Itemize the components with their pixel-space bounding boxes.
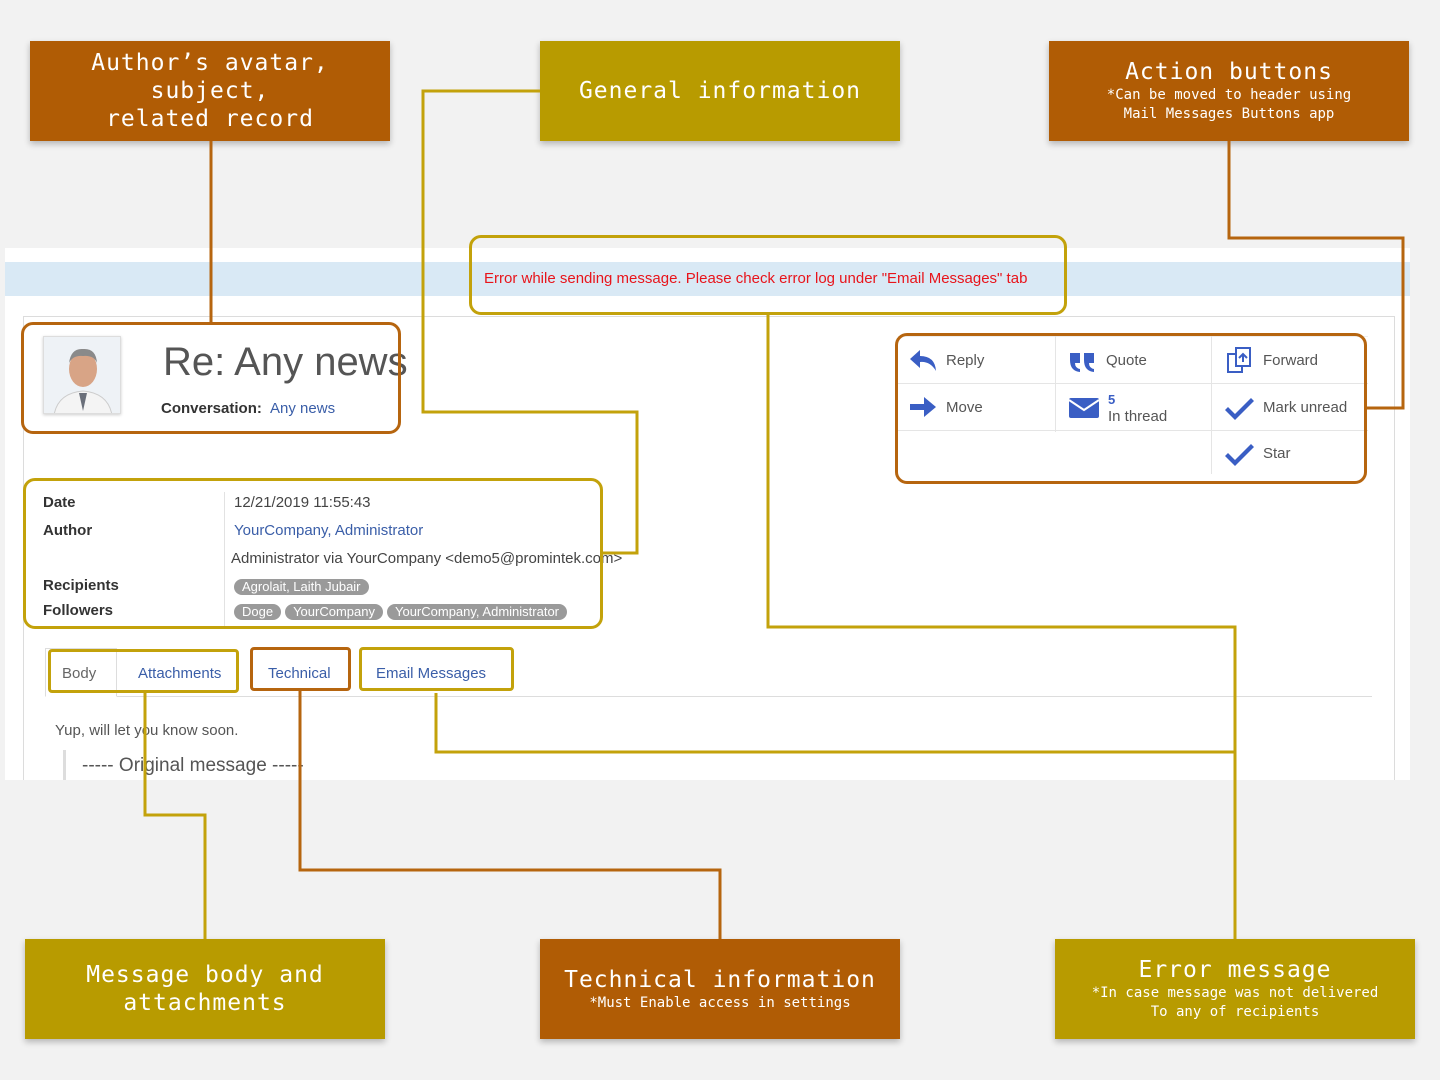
original-message-header: ----- Original message -----: [82, 755, 304, 776]
conversation-row: Conversation: Any news: [161, 400, 335, 417]
message-body-text: Yup, will let you know soon.: [55, 722, 239, 739]
highlight-email-tab: [359, 647, 514, 691]
message-form-screenshot: Error while sending message. Please chec…: [5, 248, 1410, 780]
callout-author: Author’s avatar, subject, related record: [30, 41, 390, 141]
thread-count: 5: [1108, 392, 1116, 407]
forward-button[interactable]: Forward: [1225, 344, 1365, 376]
reply-button[interactable]: Reply: [908, 344, 1053, 376]
reply-label: Reply: [946, 351, 985, 369]
move-label: Move: [946, 398, 983, 416]
author-link[interactable]: YourCompany, Administrator: [234, 522, 424, 539]
follower-tag[interactable]: YourCompany, Administrator: [386, 604, 568, 620]
conversation-label: Conversation:: [161, 400, 262, 417]
followers-label: Followers: [43, 602, 114, 619]
callout-body-title: Message body and attachments: [86, 962, 324, 1016]
callout-body: Message body and attachments: [25, 939, 385, 1039]
callout-error: Error message *In case message was not d…: [1055, 939, 1415, 1039]
tab-body-frame: [45, 648, 117, 697]
callout-actions: Action buttons *Can be moved to header u…: [1049, 41, 1409, 141]
forward-label: Forward: [1263, 351, 1319, 369]
action-buttons-grid: Reply Quote Forward Move 5 In thread Mar…: [898, 336, 1368, 474]
grid-vline: [1055, 336, 1056, 432]
form-sheet: [23, 316, 1395, 780]
callout-technical-sub: *Must Enable access in settings: [589, 994, 851, 1011]
follower-tag[interactable]: Doge: [234, 604, 282, 620]
mark-unread-label: Mark unread: [1263, 398, 1348, 416]
envelope-icon: [1068, 398, 1100, 418]
callout-error-title: Error message: [1138, 957, 1332, 983]
error-banner: Error while sending message. Please chec…: [484, 270, 1028, 287]
grid-hline: [898, 383, 1368, 384]
avatar-portrait-icon: [44, 337, 120, 413]
grid-frame: [898, 336, 1368, 474]
quote-bar: [63, 750, 66, 780]
tab-technical[interactable]: Technical: [268, 665, 331, 682]
tab-body[interactable]: Body: [62, 665, 97, 682]
author-via: Administrator via YourCompany <demo5@pro…: [231, 550, 623, 567]
grid-vline: [1211, 336, 1212, 474]
highlight-body-tabs: [48, 649, 239, 693]
move-button[interactable]: Move: [908, 391, 1053, 423]
star-label: Star: [1263, 444, 1291, 462]
highlight-actions: [895, 333, 1367, 484]
recipients-label: Recipients: [43, 577, 119, 594]
callout-technical: Technical information *Must Enable acces…: [540, 939, 900, 1039]
callout-general: General information: [540, 41, 900, 141]
quote-button[interactable]: Quote: [1068, 344, 1208, 376]
tab-attachments[interactable]: Attachments: [138, 665, 222, 682]
callout-technical-title: Technical information: [564, 966, 876, 993]
message-subject: Re: Any news: [163, 340, 408, 384]
grid-hline: [898, 430, 1368, 431]
date-value: 12/21/2019 11:55:43: [234, 494, 371, 511]
tabs-baseline: [45, 696, 1372, 697]
highlight-general: [23, 478, 603, 629]
tab-email-messages[interactable]: Email Messages: [376, 665, 487, 682]
date-label: Date: [43, 494, 76, 511]
callout-actions-sub: *Can be moved to header using Mail Messa…: [1106, 87, 1352, 122]
checkmark-icon: [1225, 398, 1254, 420]
info-divider: [224, 492, 225, 626]
author-label: Author: [43, 522, 93, 539]
recipient-tag[interactable]: Agrolait, Laith Jubair: [234, 579, 369, 595]
quote-label: Quote: [1106, 351, 1147, 369]
recipients-tags: Agrolait, Laith Jubair: [234, 578, 373, 596]
callout-author-title: Author’s avatar, subject, related record: [91, 50, 329, 132]
highlight-technical-tab: [250, 647, 351, 691]
status-bar: [5, 262, 1410, 296]
in-thread-button[interactable]: 5 In thread: [1068, 388, 1208, 428]
quote-icon: [1070, 353, 1094, 372]
star-button[interactable]: Star: [1225, 437, 1365, 469]
mark-unread-button[interactable]: Mark unread: [1225, 391, 1365, 423]
conversation-link[interactable]: Any news: [270, 400, 336, 417]
reply-icon: [910, 350, 936, 371]
author-avatar[interactable]: [43, 336, 121, 414]
follower-tag[interactable]: YourCompany: [285, 604, 383, 620]
highlight-error: [469, 235, 1067, 315]
move-arrow-icon: [910, 397, 936, 417]
thread-text: 5 In thread: [1108, 391, 1167, 425]
forward-icon: [1227, 347, 1251, 373]
checkmark-icon: [1225, 444, 1254, 466]
callout-error-sub: *In case message was not delivered To an…: [1091, 985, 1379, 1020]
thread-label: In thread: [1108, 408, 1168, 425]
callout-general-title: General information: [578, 78, 862, 104]
callout-actions-title: Action buttons: [1125, 59, 1333, 85]
highlight-author: [21, 322, 401, 434]
